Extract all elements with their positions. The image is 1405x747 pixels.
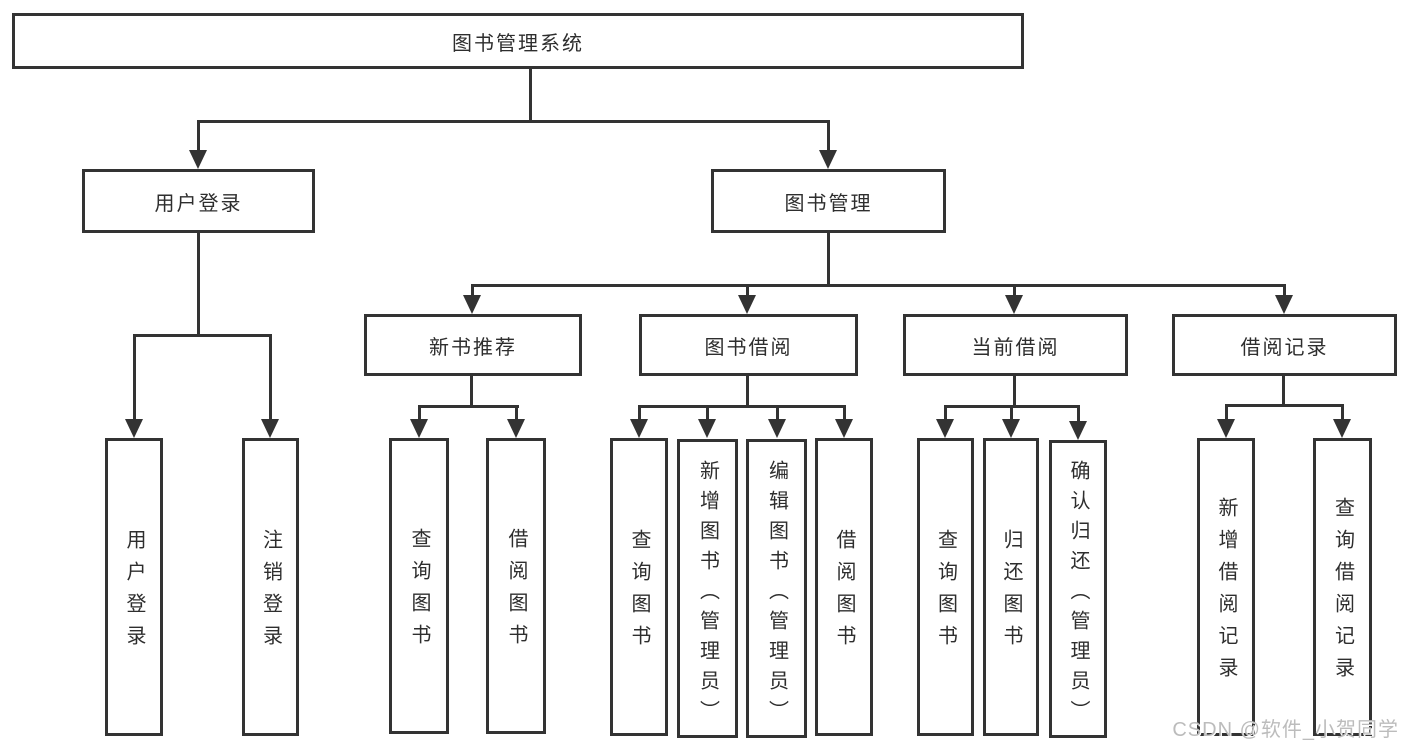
leaf-logout-login-label: 注销登录 (259, 529, 282, 657)
leaf-cb-query-books: 查询图书 (917, 438, 974, 736)
connector-line (529, 69, 532, 122)
connector-line (471, 284, 474, 298)
connector-line (471, 284, 1286, 287)
connector-line (133, 334, 136, 422)
connector-line (197, 120, 830, 123)
leaf-logout-login: 注销登录 (242, 438, 299, 736)
leaf-br-add-borrow-record-label: 新增借阅记录 (1215, 497, 1237, 689)
arrow-down-icon (1217, 419, 1235, 438)
connector-line (515, 405, 518, 421)
leaf-cb-confirm-return-admin: 确认归还（管理员） (1049, 440, 1107, 738)
connector-line (418, 405, 421, 421)
connector-line (1282, 376, 1285, 407)
connector-line (133, 334, 272, 337)
arrow-down-icon (125, 419, 143, 438)
leaf-bb-borrow-books: 借阅图书 (815, 438, 873, 736)
connector-line (1341, 404, 1344, 421)
leaf-cb-query-books-label: 查询图书 (934, 529, 957, 657)
connector-line (1013, 284, 1016, 298)
leaf-nbr-query-books: 查询图书 (389, 438, 449, 734)
connector-line (827, 120, 830, 154)
arrow-down-icon (1275, 295, 1293, 314)
node-book-borrowing: 图书借阅 (639, 314, 858, 376)
watermark: CSDN @软件_小贺同学 (1172, 719, 1399, 741)
arrow-down-icon (463, 295, 481, 314)
leaf-bb-add-books-admin: 新增图书（管理员） (677, 439, 738, 738)
leaf-user-login: 用户登录 (105, 438, 163, 736)
leaf-br-add-borrow-record: 新增借阅记录 (1197, 438, 1255, 736)
leaf-bb-query-books: 查询图书 (610, 438, 668, 736)
arrow-down-icon (507, 419, 525, 438)
arrow-down-icon (1005, 295, 1023, 314)
leaf-nbr-borrow-books-label: 借阅图书 (505, 528, 527, 656)
leaf-bb-edit-books-admin: 编辑图书（管理员） (746, 439, 807, 738)
leaf-nbr-borrow-books: 借阅图书 (486, 438, 546, 734)
leaf-nbr-query-books-label: 查询图书 (408, 528, 430, 656)
connector-line (746, 284, 749, 298)
arrow-down-icon (835, 419, 853, 438)
arrow-down-icon (410, 419, 428, 438)
leaf-br-query-borrow-record-label: 查询借阅记录 (1331, 497, 1354, 689)
arrow-down-icon (936, 419, 954, 438)
arrow-down-icon (819, 150, 837, 169)
connector-line (706, 405, 709, 421)
arrow-down-icon (768, 419, 786, 438)
node-book-management: 图书管理 (711, 169, 946, 233)
connector-line (638, 405, 641, 421)
leaf-bb-query-books-label: 查询图书 (628, 529, 650, 657)
arrow-down-icon (738, 295, 756, 314)
arrow-down-icon (630, 419, 648, 438)
leaf-cb-return-books-label: 归还图书 (1000, 529, 1022, 657)
leaf-br-query-borrow-record: 查询借阅记录 (1313, 438, 1372, 736)
connector-line (1077, 405, 1080, 421)
connector-line (1283, 284, 1286, 298)
connector-line (1013, 376, 1016, 408)
connector-line (418, 405, 519, 408)
node-user-login: 用户登录 (82, 169, 315, 233)
node-current-borrowing: 当前借阅 (903, 314, 1128, 376)
connector-line (776, 405, 779, 421)
leaf-bb-borrow-books-label: 借阅图书 (833, 529, 855, 657)
connector-line (197, 233, 200, 337)
arrow-down-icon (1002, 419, 1020, 438)
node-library-management-system: 图书管理系统 (12, 13, 1024, 69)
leaf-cb-return-books: 归还图书 (983, 438, 1039, 736)
arrow-down-icon (698, 419, 716, 438)
leaf-bb-edit-books-admin-label: 编辑图书（管理员） (765, 459, 788, 730)
connector-line (470, 376, 473, 408)
arrow-down-icon (261, 419, 279, 438)
connector-line (746, 376, 749, 408)
connector-line (269, 334, 272, 422)
node-new-book-recommend: 新书推荐 (364, 314, 582, 376)
arrow-down-icon (189, 150, 207, 169)
connector-line (1225, 404, 1344, 407)
leaf-user-login-label: 用户登录 (123, 529, 145, 657)
arrow-down-icon (1333, 419, 1351, 438)
connector-line (638, 405, 846, 408)
arrow-down-icon (1069, 421, 1087, 440)
leaf-cb-confirm-return-admin-label: 确认归还（管理员） (1067, 460, 1089, 730)
connector-line (827, 233, 830, 287)
leaf-bb-add-books-admin-label: 新增图书（管理员） (696, 459, 719, 730)
connector-line (1010, 405, 1013, 421)
node-borrowing-records: 借阅记录 (1172, 314, 1397, 376)
connector-line (1225, 404, 1228, 421)
connector-line (197, 120, 200, 154)
connector-line (843, 405, 846, 421)
connector-line (944, 405, 947, 421)
